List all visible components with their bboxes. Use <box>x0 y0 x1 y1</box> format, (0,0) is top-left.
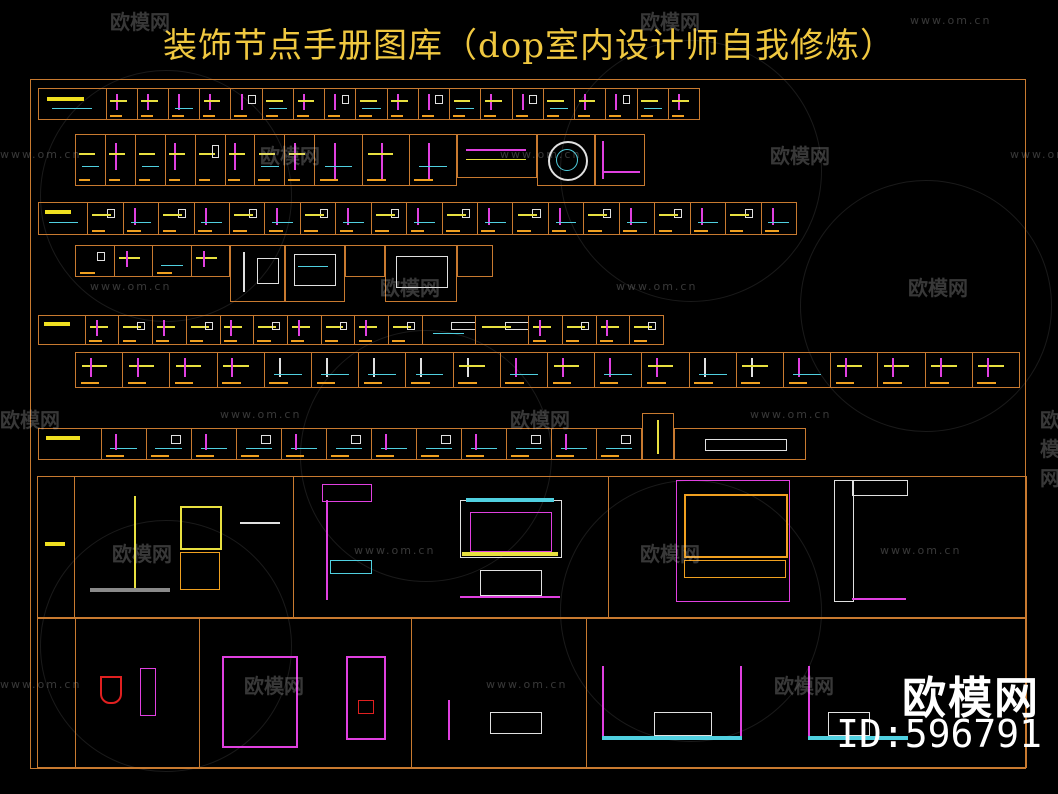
elevation-sheet-b[interactable] <box>37 618 1027 768</box>
watermark-brand: 欧模网 <box>640 542 700 566</box>
detail-panel[interactable] <box>345 245 385 277</box>
detail-strip-2[interactable] <box>75 134 457 186</box>
watermark-brand: 欧模网 <box>510 408 570 432</box>
watermark-brand: 欧模网 <box>770 144 830 168</box>
detail-strip-5[interactable] <box>38 315 664 345</box>
watermark-brand: 欧模网 <box>260 144 320 168</box>
watermark-brand: 欧模网 <box>112 542 172 566</box>
detail-panel[interactable] <box>457 245 493 277</box>
watermark-site: www.om.cn <box>910 14 992 27</box>
divider <box>608 476 609 618</box>
watermark-site: www.om.cn <box>750 408 832 421</box>
watermark-brand: 欧模网 <box>110 10 170 34</box>
watermark-site: www.om.cn <box>880 544 962 557</box>
watermark-brand: 欧模网 <box>640 10 700 34</box>
watermark-brand: 欧模网 <box>244 674 304 698</box>
watermark-circle <box>40 520 292 772</box>
detail-strip-3[interactable] <box>38 202 797 235</box>
divider <box>586 618 587 768</box>
detail-panel[interactable] <box>385 245 457 302</box>
detail-strip-7[interactable] <box>38 428 642 460</box>
detail-strip-1[interactable] <box>38 88 700 120</box>
watermark-site: www.om.cn <box>500 148 582 161</box>
sheet-title-column <box>37 476 75 618</box>
watermark-site: www.om.cn <box>0 678 82 691</box>
brand-logo: 欧模网 <box>902 673 1040 724</box>
divider <box>75 618 76 768</box>
model-id: ID:596791 <box>836 712 1042 756</box>
watermark-site: www.om.cn <box>1010 148 1058 161</box>
detail-strip-6[interactable] <box>75 352 1020 388</box>
detail-panel[interactable] <box>457 134 537 178</box>
watermark-site: www.om.cn <box>220 408 302 421</box>
watermark-brand: 欧模网 <box>0 408 60 432</box>
watermark-site: www.om.cn <box>486 678 568 691</box>
detail-panel[interactable] <box>230 245 285 302</box>
watermark-brand: 欧模网 <box>1040 408 1058 490</box>
elevation-sheet-a[interactable] <box>37 476 1027 618</box>
detail-panel[interactable] <box>674 428 806 460</box>
divider <box>411 618 412 768</box>
detail-panel[interactable] <box>595 134 645 186</box>
divider <box>199 618 200 768</box>
watermark-circle <box>800 180 1052 432</box>
watermark-brand: 欧模网 <box>380 276 440 300</box>
detail-strip-4a[interactable] <box>75 245 230 277</box>
detail-panel-round[interactable] <box>537 134 595 186</box>
watermark-site: www.om.cn <box>90 280 172 293</box>
watermark-site: www.om.cn <box>0 148 82 161</box>
drawing-frame <box>30 79 1026 769</box>
divider <box>293 476 294 618</box>
watermark-brand: 欧模网 <box>774 674 834 698</box>
detail-panel[interactable] <box>285 245 345 302</box>
watermark-brand: 欧模网 <box>908 276 968 300</box>
watermark-site: www.om.cn <box>616 280 698 293</box>
watermark-circle <box>40 70 292 322</box>
page-title: 装饰节点手册图库（dop室内设计师自我修炼） <box>163 26 895 66</box>
detail-panel[interactable] <box>642 413 674 460</box>
watermark-site: www.om.cn <box>354 544 436 557</box>
